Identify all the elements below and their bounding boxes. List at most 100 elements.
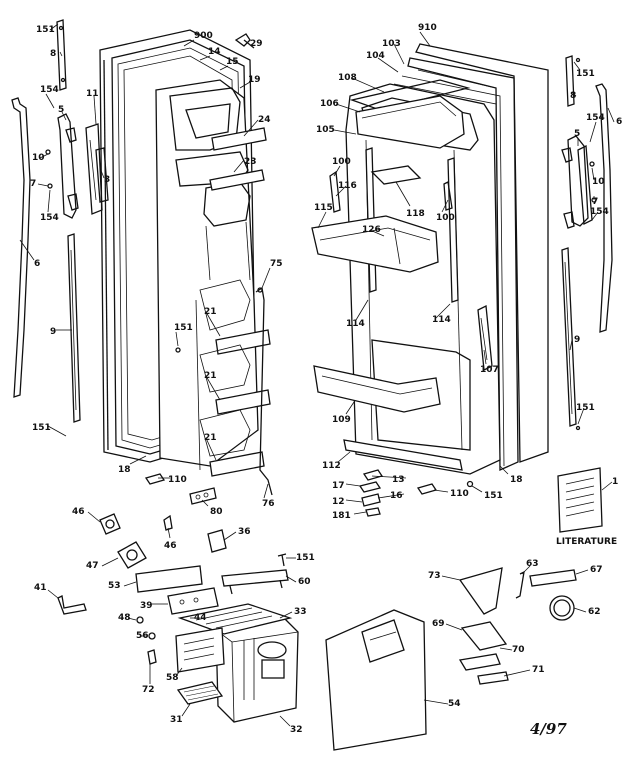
part-label-33: 33 [294, 607, 307, 617]
left-trim-strip-9 [67, 233, 81, 423]
part-label-151-d: 151 [484, 491, 503, 501]
part-label-7-b: 7 [592, 197, 598, 207]
part-label-103: 103 [382, 39, 401, 49]
part-label-62: 62 [588, 607, 601, 617]
dispenser-small-parts-48-56-72 [136, 616, 157, 665]
part-label-46-b: 46 [164, 541, 177, 551]
part-label-900: 900 [194, 31, 213, 41]
part-label-114-a: 114 [346, 319, 365, 329]
freezer-door-small-parts [144, 33, 255, 505]
part-label-10-b: 10 [592, 177, 605, 187]
dispenser-small-screw-151 [277, 553, 287, 567]
part-label-21-c: 21 [204, 433, 217, 443]
part-label-6-a: 6 [34, 259, 40, 269]
part-label-6-b: 6 [616, 117, 622, 127]
part-label-39: 39 [140, 601, 153, 611]
part-label-910: 910 [418, 23, 437, 33]
part-label-15: 15 [226, 57, 239, 67]
part-label-47: 47 [86, 561, 99, 571]
freezer-door-shelves [195, 127, 271, 477]
part-label-9-b: 9 [574, 335, 580, 345]
part-label-110-b: 110 [450, 489, 469, 499]
part-label-18-b: 18 [510, 475, 523, 485]
part-label-154-b: 154 [40, 213, 59, 223]
part-label-154-a: 154 [40, 85, 59, 95]
ice-chute-73 [458, 567, 503, 615]
part-label-100-a: 100 [332, 157, 351, 167]
dispenser-part-36 [207, 529, 227, 553]
part-label-3: 3 [104, 175, 110, 185]
lever-63 [515, 570, 525, 599]
part-label-36: 36 [238, 527, 251, 537]
drip-tray-31 [176, 681, 224, 705]
part-label-21-a: 21 [204, 307, 217, 317]
part-label-29: 29 [250, 39, 263, 49]
right-trim-strip-9 [561, 247, 581, 431]
part-label-75: 75 [270, 259, 283, 269]
dispenser-module-33 [177, 603, 293, 635]
fresh-food-door-bins [311, 165, 463, 471]
part-label-118: 118 [406, 209, 425, 219]
part-label-8-b: 8 [570, 91, 576, 101]
bracket-67 [529, 569, 577, 587]
part-label-16: 16 [390, 491, 403, 501]
part-label-60: 60 [298, 577, 311, 587]
part-label-151-a: 151 [36, 25, 55, 35]
dispenser-module-58 [175, 627, 225, 673]
dispenser-arm-69-70 [458, 621, 508, 671]
left-handle-trim-6 [11, 97, 31, 398]
part-label-24: 24 [258, 115, 271, 125]
part-label-10-a: 10 [32, 153, 45, 163]
right-trim-strip-8 [565, 55, 581, 107]
part-label-8-a: 8 [50, 49, 56, 59]
part-label-100-b: 100 [436, 213, 455, 223]
part-label-5-b: 5 [574, 129, 580, 139]
part-label-151-b: 151 [174, 323, 193, 333]
part-label-31: 31 [170, 715, 183, 725]
part-label-104: 104 [366, 51, 385, 61]
part-label-151-c: 151 [32, 423, 51, 433]
left-trim-strip-8 [56, 19, 67, 91]
part-label-70: 70 [512, 645, 525, 655]
part-label-105: 105 [316, 125, 335, 135]
part-label-13: 13 [392, 475, 405, 485]
part-label-12: 12 [332, 497, 345, 507]
part-label-151-e: 151 [576, 69, 595, 79]
literature-label: LITERATURE [556, 537, 617, 547]
part-label-56: 56 [136, 631, 149, 641]
ring-62 [549, 595, 575, 621]
dispenser-cover-54 [325, 609, 427, 751]
part-label-48: 48 [118, 613, 131, 623]
dispenser-switch-46 [99, 513, 173, 535]
freezer-door-hinge-rod-75-76 [255, 286, 273, 496]
part-label-41: 41 [34, 583, 47, 593]
part-label-116: 116 [338, 181, 357, 191]
part-label-112: 112 [322, 461, 341, 471]
part-label-18-a: 18 [118, 465, 131, 475]
part-label-154-d: 154 [590, 207, 609, 217]
part-label-151-g: 151 [296, 553, 315, 563]
part-label-54: 54 [448, 699, 461, 709]
part-label-80: 80 [210, 507, 223, 517]
part-label-106: 106 [320, 99, 339, 109]
part-label-109: 109 [332, 415, 351, 425]
right-handle-trim-6 [595, 83, 613, 333]
part-label-151-f: 151 [576, 403, 595, 413]
part-label-19: 19 [248, 75, 261, 85]
part-label-107: 107 [480, 365, 499, 375]
part-label-63: 63 [526, 559, 539, 569]
part-label-181: 181 [332, 511, 351, 521]
part-label-32: 32 [290, 725, 303, 735]
part-label-71: 71 [532, 665, 545, 675]
part-label-46-a: 46 [72, 507, 85, 517]
part-label-154-c: 154 [586, 113, 605, 123]
part-label-9-a: 9 [50, 327, 56, 337]
part-label-72: 72 [142, 685, 155, 695]
date-stamp: 4/97 [530, 720, 567, 738]
part-label-14: 14 [208, 47, 221, 57]
part-label-44: 44 [194, 613, 207, 623]
part-label-110-a: 110 [168, 475, 187, 485]
part-label-69: 69 [432, 619, 445, 629]
